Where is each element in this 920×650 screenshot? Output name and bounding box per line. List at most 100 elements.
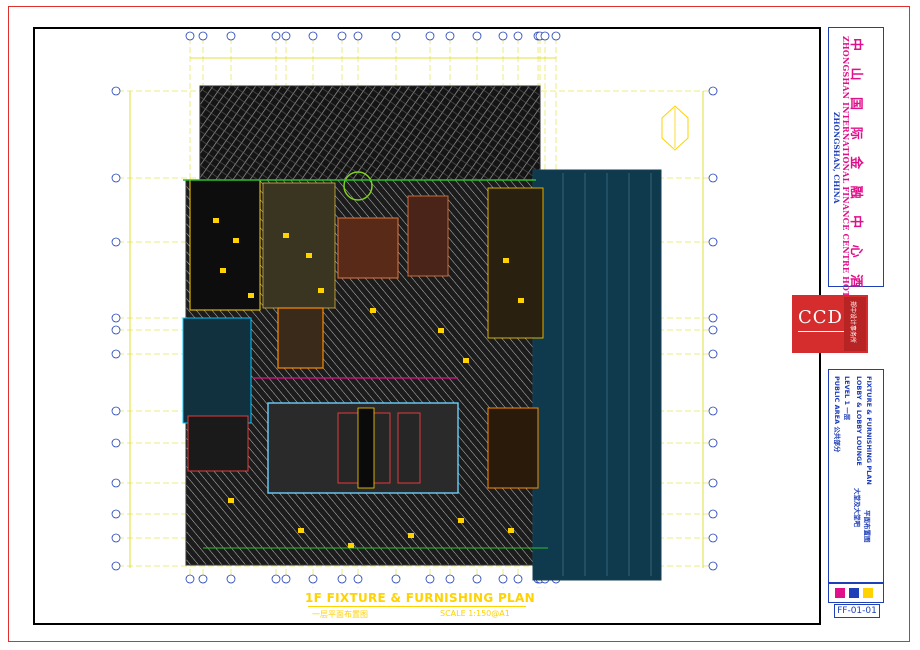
grid-bubble bbox=[708, 349, 718, 359]
grid-bubble bbox=[425, 31, 435, 41]
fixture bbox=[518, 298, 524, 303]
grid-bubble bbox=[111, 478, 121, 488]
grid-bubble bbox=[708, 438, 718, 448]
drawing-title: 1F FIXTURE & FURNISHING PLAN bbox=[305, 591, 535, 605]
grid-bubble bbox=[472, 31, 482, 41]
grid-bubble bbox=[111, 533, 121, 543]
fixture bbox=[438, 328, 444, 333]
grid-bubble bbox=[708, 325, 718, 335]
grid-bubble bbox=[111, 173, 121, 183]
grid-bubble bbox=[353, 31, 363, 41]
grid-bubble bbox=[513, 574, 523, 584]
logo-side-panel: 郑中设计事务所 bbox=[844, 297, 866, 351]
service-stair bbox=[487, 407, 539, 489]
seating-area bbox=[262, 182, 336, 309]
title-underline bbox=[308, 606, 526, 607]
grid-bubble bbox=[111, 349, 121, 359]
grid-bubble bbox=[425, 574, 435, 584]
grid-bubble bbox=[353, 574, 363, 584]
firm-name-cn: 郑中设计事务所 bbox=[849, 301, 856, 344]
title-block: 中 山 国 际 金 融 中 心 酒 店 ZHONGSHAN INTERNATIO… bbox=[792, 27, 884, 625]
grid-bubble bbox=[445, 574, 455, 584]
firm-logo-text: CCD bbox=[798, 307, 843, 328]
sheet-info-panel: PUBLIC AREA 公共部分 LEVEL 1 一层 LOBBY & LOBB… bbox=[828, 369, 884, 583]
grid-bubble bbox=[391, 574, 401, 584]
grid-bubble bbox=[185, 31, 195, 41]
grid-bubble bbox=[513, 31, 523, 41]
fixture bbox=[213, 218, 219, 223]
lift-car bbox=[397, 412, 421, 484]
grid-bubble bbox=[708, 237, 718, 247]
fixture bbox=[248, 293, 254, 298]
grid-bubble bbox=[185, 574, 195, 584]
fixture bbox=[463, 358, 469, 363]
project-name-en: ZHONGSHAN INTERNATIONAL FINANCE CENTRE H… bbox=[841, 36, 851, 310]
fixture bbox=[503, 258, 509, 263]
grid-bubble bbox=[498, 31, 508, 41]
fixture bbox=[283, 233, 289, 238]
stamp-row bbox=[828, 583, 884, 603]
reception bbox=[182, 317, 252, 424]
sheet-border bbox=[8, 6, 910, 642]
north-arrow bbox=[661, 105, 689, 151]
feature-carpet bbox=[407, 195, 449, 277]
grid-bubble bbox=[281, 31, 291, 41]
fixture bbox=[228, 498, 234, 503]
sheet-name-cn: 大堂及大堂吧 bbox=[853, 488, 861, 527]
north-terrace bbox=[199, 85, 541, 182]
project-panel: 中 山 国 际 金 融 中 心 酒 店 ZHONGSHAN INTERNATIO… bbox=[828, 27, 884, 323]
grid-bubble bbox=[111, 561, 121, 571]
grid-bubble bbox=[308, 31, 318, 41]
grid-bubble bbox=[281, 574, 291, 584]
drawing-scale: SCALE 1:150@A1 bbox=[440, 609, 510, 618]
grid-bubble bbox=[708, 478, 718, 488]
grid-bubble bbox=[198, 574, 208, 584]
grid-bubble bbox=[708, 509, 718, 519]
feature-stair bbox=[277, 307, 324, 369]
fixture bbox=[458, 518, 464, 523]
grid-bubble bbox=[198, 31, 208, 41]
project-location: ZHONGSHAN, CHINA bbox=[832, 112, 841, 204]
fixture bbox=[318, 288, 324, 293]
fixture bbox=[306, 253, 312, 258]
logo-rule bbox=[798, 331, 844, 332]
grid-bubble bbox=[337, 31, 347, 41]
central-fountain bbox=[343, 171, 373, 201]
firm-logo: CCD 郑中设计事务所 bbox=[792, 295, 868, 353]
grid-bubble bbox=[271, 31, 281, 41]
floor-plan bbox=[111, 31, 720, 588]
grid-bubble bbox=[708, 86, 718, 96]
public-area-label: PUBLIC AREA 公共部分 bbox=[833, 376, 841, 453]
grid-bubble bbox=[111, 86, 121, 96]
grid-bubble bbox=[540, 31, 550, 41]
grid-bubble bbox=[445, 31, 455, 41]
grid-bubble bbox=[708, 406, 718, 416]
fixture bbox=[408, 533, 414, 538]
feature-carpet bbox=[337, 217, 399, 279]
stamp-marks bbox=[835, 588, 873, 598]
grid-bubble bbox=[226, 574, 236, 584]
sheet-type-cn: 平面布置图 bbox=[863, 510, 871, 543]
sheet-type-en: FIXTURE & FURNISHING PLAN bbox=[865, 376, 873, 485]
grid-bubble bbox=[111, 313, 121, 323]
fixture bbox=[220, 268, 226, 273]
grid-bubble bbox=[111, 438, 121, 448]
grid-bubble bbox=[308, 574, 318, 584]
grid-bubble bbox=[708, 561, 718, 571]
grid-bubble bbox=[391, 31, 401, 41]
grid-bubble bbox=[226, 31, 236, 41]
lobby-lounge bbox=[189, 179, 261, 311]
fixture bbox=[298, 528, 304, 533]
back-of-house bbox=[532, 169, 662, 581]
grid-bubble bbox=[551, 31, 561, 41]
grid-bubble bbox=[498, 574, 508, 584]
lift-lobby bbox=[357, 407, 375, 489]
grid-bubble bbox=[337, 574, 347, 584]
east-wing bbox=[487, 187, 544, 339]
grid-bubble bbox=[111, 325, 121, 335]
fixture bbox=[348, 543, 354, 548]
sheet-name-en: LOBBY & LOBBY LOUNGE bbox=[855, 376, 863, 466]
fixture bbox=[233, 238, 239, 243]
fixture bbox=[370, 308, 376, 313]
grid-bubble bbox=[111, 509, 121, 519]
